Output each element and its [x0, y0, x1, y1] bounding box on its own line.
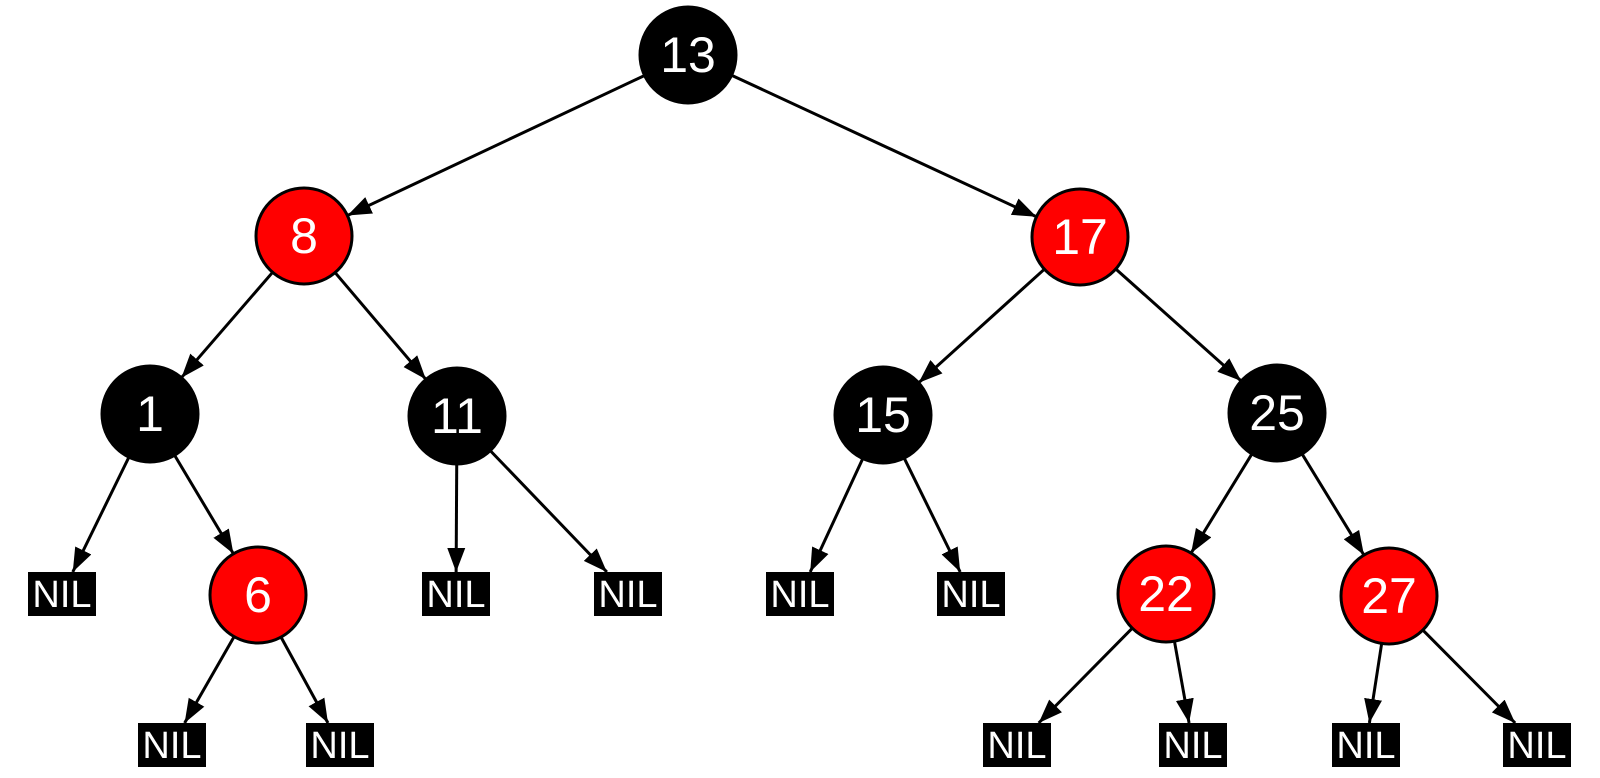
edge-n22-nil22R — [1172, 640, 1194, 724]
nil-label-text: NIL — [1507, 725, 1566, 767]
tree-node-11: 11 — [407, 366, 507, 466]
nil-label-text: NIL — [987, 725, 1046, 767]
nil-label-text: NIL — [1336, 725, 1395, 767]
nil-box — [28, 572, 96, 616]
edge-n13-n17 — [730, 73, 1038, 219]
node-value: 11 — [431, 388, 483, 444]
nil-label-text: NIL — [1163, 725, 1222, 767]
edge-n22-nil22L — [1037, 627, 1134, 725]
tree-node-6: 6 — [208, 545, 308, 645]
node-value: 6 — [244, 567, 272, 623]
edge-n17-n25 — [1114, 267, 1243, 383]
node-value: 27 — [1361, 568, 1417, 624]
node-circle-red — [208, 545, 308, 645]
edge-n8-n11 — [333, 271, 428, 381]
nil-box — [1332, 723, 1400, 767]
node-value: 22 — [1138, 566, 1194, 622]
node-circle-black — [833, 365, 933, 465]
nil-label-text: NIL — [426, 574, 485, 616]
nil-leaf: NIL — [306, 723, 374, 767]
nil-box — [983, 723, 1051, 767]
node-circle-red — [1116, 544, 1216, 644]
node-value: 15 — [855, 387, 911, 443]
nil-leaf: NIL — [1159, 723, 1227, 767]
edge-n8-n1 — [180, 271, 274, 379]
node-value: 25 — [1249, 385, 1305, 441]
node-value: 1 — [136, 386, 164, 442]
edge-n15-nil15L — [808, 457, 865, 573]
node-value: 17 — [1052, 209, 1108, 265]
nil-leaf: NIL — [937, 572, 1005, 616]
edge-n6-nil6L — [183, 635, 236, 724]
edge-n11-nil11L — [447, 463, 466, 573]
nil-label-text: NIL — [941, 574, 1000, 616]
nil-box — [138, 723, 206, 767]
nil-leaf: NIL — [1332, 723, 1400, 767]
edge-n27-nil27R — [1421, 628, 1517, 725]
nil-box — [422, 572, 490, 616]
nil-leaf: NIL — [983, 723, 1051, 767]
node-value: 8 — [290, 208, 318, 264]
nil-label-text: NIL — [32, 574, 91, 616]
edge-n1-nil1L — [71, 456, 131, 573]
node-circle-red — [1030, 187, 1130, 287]
nil-leaf: NIL — [422, 572, 490, 616]
tree-node-1: 1 — [100, 364, 200, 464]
node-circle-red — [254, 186, 354, 286]
nil-leaf: NIL — [1503, 723, 1571, 767]
nil-leaf: NIL — [138, 723, 206, 767]
nil-box — [1159, 723, 1227, 767]
nil-box — [594, 572, 662, 616]
nil-label-text: NIL — [310, 725, 369, 767]
edge-n27-nil27L — [1364, 643, 1384, 724]
edge-n25-n22 — [1189, 453, 1254, 554]
edge-n15-nil15R — [902, 457, 962, 573]
edge-n13-n8 — [346, 74, 646, 217]
edge-n11-nil11R — [489, 449, 608, 574]
nil-box — [937, 572, 1005, 616]
tree-node-22: 22 — [1116, 544, 1216, 644]
nil-box — [766, 572, 834, 616]
nil-leaf: NIL — [594, 572, 662, 616]
node-circle-red — [1339, 546, 1439, 646]
edge-n25-n27 — [1300, 453, 1366, 556]
node-circle-black — [100, 364, 200, 464]
nil-label-text: NIL — [142, 725, 201, 767]
tree-node-25: 25 — [1227, 363, 1327, 463]
tree-node-17: 17 — [1030, 187, 1130, 287]
tree-node-15: 15 — [833, 365, 933, 465]
nil-leaf: NIL — [28, 572, 96, 616]
nil-box — [1503, 723, 1571, 767]
nil-box — [306, 723, 374, 767]
nil-leaf: NIL — [766, 572, 834, 616]
nil-label-text: NIL — [770, 574, 829, 616]
node-circle-black — [407, 366, 507, 466]
nil-label-text: NIL — [598, 574, 657, 616]
node-value: 13 — [660, 27, 716, 83]
node-circle-black — [638, 5, 738, 105]
tree-node-27: 27 — [1339, 546, 1439, 646]
node-circle-black — [1227, 363, 1327, 463]
tree-node-13: 13 — [638, 5, 738, 105]
tree-node-8: 8 — [254, 186, 354, 286]
edge-n17-n15 — [917, 268, 1046, 384]
edge-n6-nil6R — [279, 636, 330, 724]
edge-n1-n6 — [173, 454, 235, 555]
